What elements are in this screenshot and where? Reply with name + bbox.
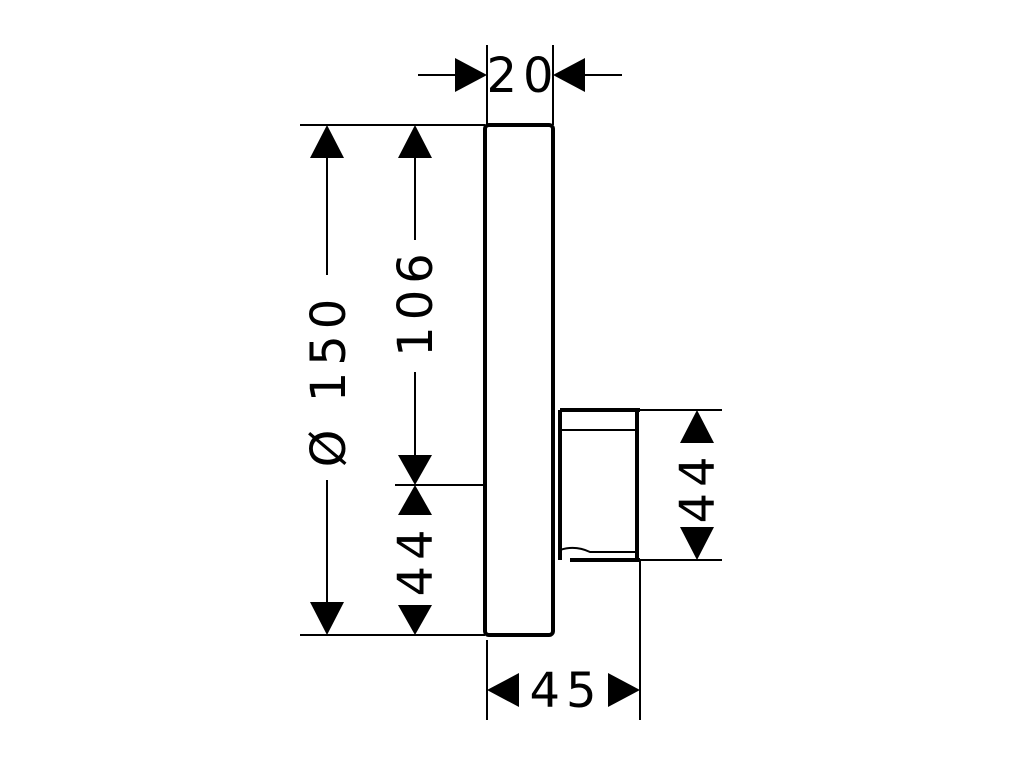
arrow-up: [310, 125, 344, 158]
dimension-44-right: 44: [670, 410, 726, 560]
arrow-left: [553, 58, 585, 92]
top-width-label: 20: [486, 48, 559, 104]
arrow-up: [398, 485, 432, 515]
arrow-right: [455, 58, 487, 92]
dimension-44-left: 44: [388, 485, 444, 635]
extension-lines: [300, 45, 722, 720]
arrow-down: [680, 527, 714, 560]
arrow-up: [398, 125, 432, 158]
height-lower-left-label: 44: [388, 523, 444, 596]
bottom-width-label: 45: [529, 663, 602, 719]
arrow-left: [487, 673, 519, 707]
height-upper-label: 106: [388, 247, 444, 357]
dimension-106: 106: [388, 125, 444, 485]
dimension-45: 45: [487, 663, 640, 719]
diameter-label: Ø 150: [301, 293, 357, 468]
height-right-label: 44: [670, 450, 726, 523]
arrow-up: [680, 410, 714, 443]
dimension-20: 20: [418, 48, 622, 104]
arrow-down: [310, 602, 344, 635]
plate-outline: [483, 123, 555, 637]
arrow-down: [398, 605, 432, 635]
knob-body: [558, 408, 640, 562]
dimension-diameter: Ø 150: [301, 125, 357, 635]
arrow-right: [608, 673, 640, 707]
arrow-down: [398, 455, 432, 485]
